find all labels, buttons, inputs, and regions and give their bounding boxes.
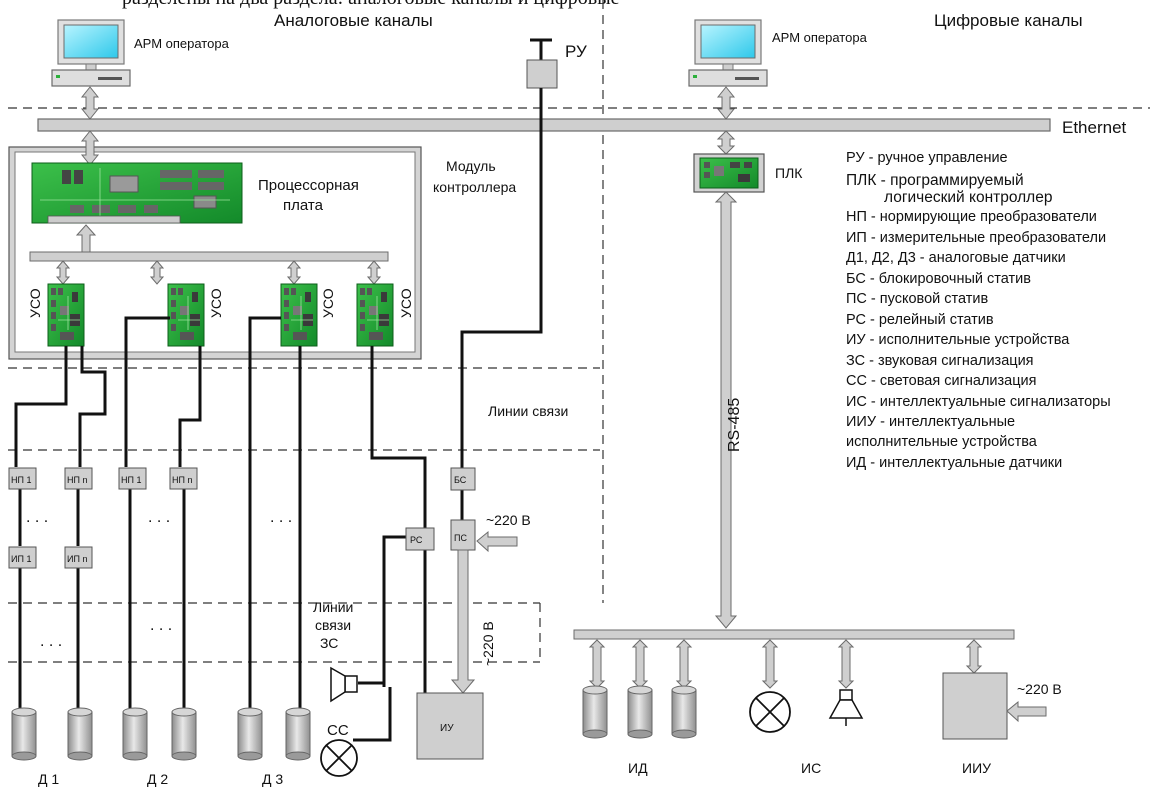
v220-label-ps: ~220 В (486, 512, 531, 528)
is-label: ИС (801, 760, 821, 776)
uso-board-2 (167, 283, 205, 347)
comm-lines-zs-label-3: ЗС (320, 635, 338, 651)
uso-board-3 (280, 283, 318, 347)
dots-2: . . . (148, 509, 170, 526)
double-arrow-analog-pc (80, 86, 100, 120)
uso-label-2: УСО (208, 288, 224, 318)
stativ-blocks (405, 467, 476, 551)
npn-label-b: НП n (172, 475, 192, 485)
double-arrow-ethernet-plk (716, 130, 736, 155)
np1-label-b: НП 1 (121, 475, 141, 485)
power-arrow-ps (476, 530, 518, 553)
arm-operator-label-digital: АРМ оператора (772, 30, 868, 45)
ipn-label: ИП n (67, 554, 87, 564)
ru-label: РУ (565, 42, 587, 61)
processor-board-label-2: плата (283, 197, 324, 214)
ethernet-bus (37, 118, 1051, 132)
processor-board-label-1: Процессорная (258, 177, 359, 194)
ru-to-bs-line (460, 88, 543, 468)
field-device-arrows (588, 639, 983, 689)
lamp-icon-is (749, 691, 791, 733)
ip1-label: ИП 1 (11, 554, 31, 564)
horn-icon-is (828, 689, 864, 726)
lamp-icon-ss (320, 739, 358, 777)
uso-board-4 (356, 283, 394, 347)
ss-label: СС (327, 722, 349, 739)
operator-workstation-analog (51, 19, 131, 87)
plk-label: ПЛК (775, 165, 803, 181)
arrow-bus-to-processor (75, 224, 97, 253)
dots-5: . . . (40, 633, 62, 650)
manual-control-ru (526, 38, 558, 89)
double-arrow-digital-pc (716, 86, 736, 120)
operator-workstation-digital (688, 19, 768, 87)
d3-label: Д 3 (262, 771, 283, 787)
processor-board (31, 162, 243, 224)
iiu-label: ИИУ (962, 760, 991, 776)
uso-label-1: УСО (27, 288, 43, 318)
uso-board-1 (47, 283, 85, 347)
npn-label-a: НП n (67, 475, 87, 485)
d1-label: Д 1 (38, 771, 59, 787)
id-label: ИД (628, 760, 648, 776)
iu-block (416, 692, 484, 760)
top-cut-text: разделены на два раздела: аналоговые кан… (122, 0, 620, 9)
power-arrow-ps-iu (450, 549, 476, 694)
dashed-boundaries (8, 0, 1150, 663)
analog-signal-wires (14, 316, 464, 742)
intelligent-sensors (582, 685, 697, 739)
arm-operator-label-analog: АРМ оператора (134, 36, 230, 51)
analog-sensors (11, 707, 311, 761)
uso-label-4: УСО (398, 288, 414, 318)
internal-bus (29, 251, 389, 262)
controller-module-label-1: Модуль (446, 158, 496, 174)
bs-label: БС (454, 475, 467, 485)
uso-bus-arrows (55, 260, 382, 285)
rs485-label: RS-485 (726, 398, 743, 452)
digital-channels-title: Цифровые каналы (934, 11, 1083, 30)
np-ip-blocks (8, 467, 198, 569)
d2-label: Д 2 (147, 771, 168, 787)
uso-label-3: УСО (320, 288, 336, 318)
dots-3: . . . (270, 509, 292, 526)
v220-label-iiu: ~220 В (1017, 681, 1062, 697)
comm-lines-zs-label-1: Линии (313, 599, 353, 615)
iu-label: ИУ (440, 723, 454, 734)
iiu-block (942, 672, 1008, 740)
speaker-icon (330, 666, 358, 703)
plk-controller (693, 153, 765, 193)
rs485-bus-arrow (714, 191, 738, 629)
ethernet-label: Ethernet (1062, 118, 1127, 137)
comm-lines-zs-label-2: связи (315, 617, 351, 633)
analog-channels-title: Аналоговые каналы (274, 11, 433, 30)
dots-1: . . . (26, 509, 48, 526)
controller-module-label-2: контроллера (433, 179, 516, 195)
power-arrow-iiu (1006, 700, 1047, 723)
ps-label: ПС (454, 533, 467, 543)
comm-lines-label: Линии связи (488, 403, 568, 419)
dots-4: . . . (150, 617, 172, 634)
v220-label-vertical: ~220 В (480, 621, 496, 666)
np1-label-a: НП 1 (11, 475, 31, 485)
field-bus (573, 629, 1015, 640)
rs-label: РС (410, 535, 423, 545)
